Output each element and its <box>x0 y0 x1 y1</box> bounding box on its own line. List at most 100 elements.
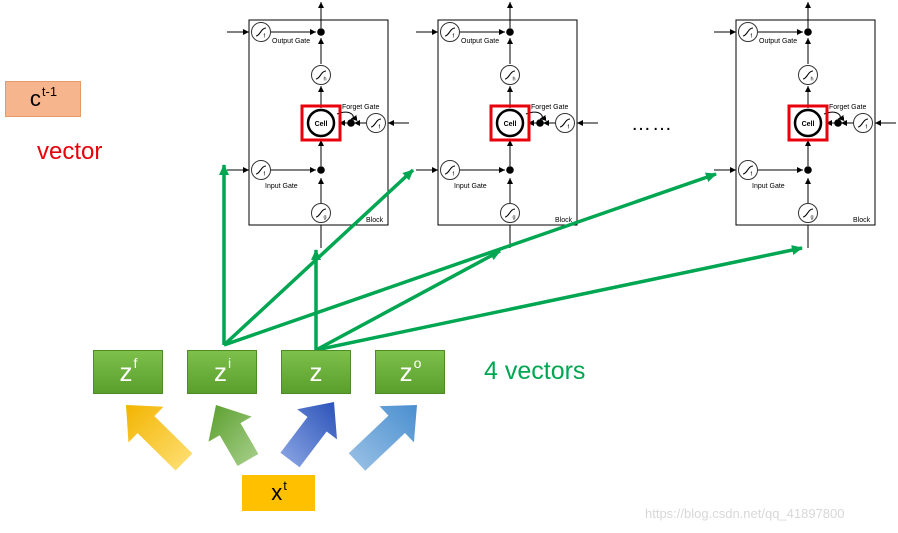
lstm-block-3-h-sigmoid-letter: h <box>811 77 814 83</box>
lstm-block-3-forget-sigmoid-letter: f <box>866 125 868 131</box>
lstm-block-1-forget-sigmoid-curve <box>370 118 382 128</box>
lstm-block-3-cell-circle <box>793 108 823 138</box>
lstm-block-3-cell-highlight <box>787 104 829 142</box>
lstm-block-2-block-label: Block <box>555 217 573 224</box>
lstm-block-2-mul-output <box>506 28 514 36</box>
lstm-block-2-output-sigmoid-letter: f <box>453 34 455 40</box>
z-input-base: z <box>213 356 227 387</box>
lstm-block-1-mul-input <box>317 166 325 174</box>
lstm-block-1-g-sigmoid: g <box>311 203 331 223</box>
lstm-block-3-g-sigmoid: g <box>798 203 818 223</box>
lstm-block-3-forget-sigmoid-curve <box>857 118 869 128</box>
lstm-block-2-h-sigmoid-curve <box>504 70 516 80</box>
green-arrow-z-to-block-3 <box>315 245 803 352</box>
z-base: z <box>309 356 323 387</box>
lstm-block-3-output-sigmoid-letter: f <box>751 34 753 40</box>
lstm-block-2-forget-sigmoid-curve <box>559 118 571 128</box>
lstm-block-2-mul-input <box>506 166 514 174</box>
lstm-block-3-cell-label: Cell <box>802 121 815 128</box>
lstm-block-1-cell-circle <box>306 108 336 138</box>
lstm-block-1-cell-highlight <box>300 104 342 142</box>
z-output-sup: o <box>413 355 422 371</box>
lstm-block-1-input-sigmoid-letter: f <box>264 172 266 178</box>
lstm-block-3-mul-forget <box>834 119 842 127</box>
green-arrow-zi-to-block-3 <box>223 172 717 347</box>
lstm-block-1-output-sigmoid-curve <box>255 27 267 37</box>
lstm-block-2-output-gate-label: Output Gate <box>461 38 499 45</box>
lstm-block-1-block-label: Block <box>366 217 384 224</box>
lstm-block-3-input-sigmoid-letter: f <box>751 172 753 178</box>
lstm-block-2-output-sigmoid-curve <box>444 27 456 37</box>
lstm-block-1-output-gate-label: Output Gate <box>272 38 310 45</box>
lstm-block-1-mul-output <box>317 28 325 36</box>
lstm-block-2-h-sigmoid-letter: h <box>513 77 516 83</box>
lstm-block-3-mul-input <box>804 166 812 174</box>
lstm-block-1-input-sigmoid-curve <box>255 165 267 175</box>
lstm-block-2-forget-sigmoid-letter: f <box>568 125 570 131</box>
vector-label: vector <box>37 138 103 165</box>
lstm-block-2-forget-sigmoid: f <box>555 113 575 133</box>
four-vectors-label: 4 vectors <box>484 357 586 385</box>
lstm-block-1-g-sigmoid-letter: g <box>324 215 327 221</box>
lstm-block-3-output-sigmoid: f <box>738 22 758 42</box>
input-arrow-to-z <box>280 402 337 468</box>
lstm-block-1-input-gate-label: Input Gate <box>265 183 298 190</box>
lstm-block-3-g-sigmoid-letter: g <box>811 215 814 221</box>
lstm-block-3-block-label: Block <box>853 217 871 224</box>
input-sup: t <box>283 477 287 493</box>
lstm-block-1-forget-sigmoid: f <box>366 113 386 133</box>
lstm-block-1-h-sigmoid-curve <box>315 70 327 80</box>
lstm-block-2-g-sigmoid-letter: g <box>513 215 516 221</box>
lstm-block-2-g-sigmoid-curve <box>504 208 516 218</box>
lstm-block-3-forget-sigmoid: f <box>853 113 873 133</box>
watermark: https://blog.csdn.net/qq_41897800 <box>645 506 845 521</box>
z-forget-base: z <box>119 356 133 387</box>
lstm-block-1-cell-label: Cell <box>315 121 328 128</box>
lstm-block-1-forget-gate-label: Forget Gate <box>342 104 379 111</box>
lstm-block-2-mul-forget <box>536 119 544 127</box>
input-arrow-to-zi <box>208 405 259 467</box>
lstm-block-3-h-sigmoid-curve <box>802 70 814 80</box>
z-input-sup: i <box>227 355 232 371</box>
lstm-block-1-output-sigmoid: f <box>251 22 271 42</box>
lstm-block-1-g-sigmoid-curve <box>315 208 327 218</box>
lstm-block-3-mul-output <box>804 28 812 36</box>
lstm-block-2-input-sigmoid-letter: f <box>453 172 455 178</box>
lstm-block-3-g-sigmoid-curve <box>802 208 814 218</box>
cell-state-sup: t-1 <box>41 83 58 99</box>
z-forget-sup: f <box>133 355 138 371</box>
lstm-block-3-input-sigmoid-curve <box>742 165 754 175</box>
lstm-block-3-h-sigmoid: h <box>798 65 818 85</box>
cell-state-base: c <box>29 86 41 111</box>
lstm-block-1-h-sigmoid: h <box>311 65 331 85</box>
lstm-block-2-g-sigmoid: g <box>500 203 520 223</box>
lstm-block-3-input-gate-label: Input Gate <box>752 183 785 190</box>
lstm-block-3-input-sigmoid: f <box>738 160 758 180</box>
lstm-block-3-output-gate-label: Output Gate <box>759 38 797 45</box>
input-base: x <box>271 480 283 505</box>
lstm-block-2-h-sigmoid: h <box>500 65 520 85</box>
lstm-block-1-h-sigmoid-letter: h <box>324 77 327 83</box>
lstm-block-2-input-sigmoid-curve <box>444 165 456 175</box>
lstm-block-2-input-sigmoid: f <box>440 160 460 180</box>
ellipsis: …… <box>631 113 673 135</box>
green-arrow-z-to-block-2 <box>315 249 501 352</box>
lstm-block-2-cell-highlight <box>489 104 531 142</box>
z-box: z <box>281 350 351 394</box>
lstm-block-2-cell-circle <box>495 108 525 138</box>
lstm-block-1-mul-forget <box>347 119 355 127</box>
input-arrow-to-zo <box>348 405 417 471</box>
input-arrow-to-zf <box>126 405 193 471</box>
lstm-block-1-output-sigmoid-letter: f <box>264 34 266 40</box>
lstm-block-3-forget-gate-label: Forget Gate <box>829 104 866 111</box>
lstm-block-2-output-sigmoid: f <box>440 22 460 42</box>
